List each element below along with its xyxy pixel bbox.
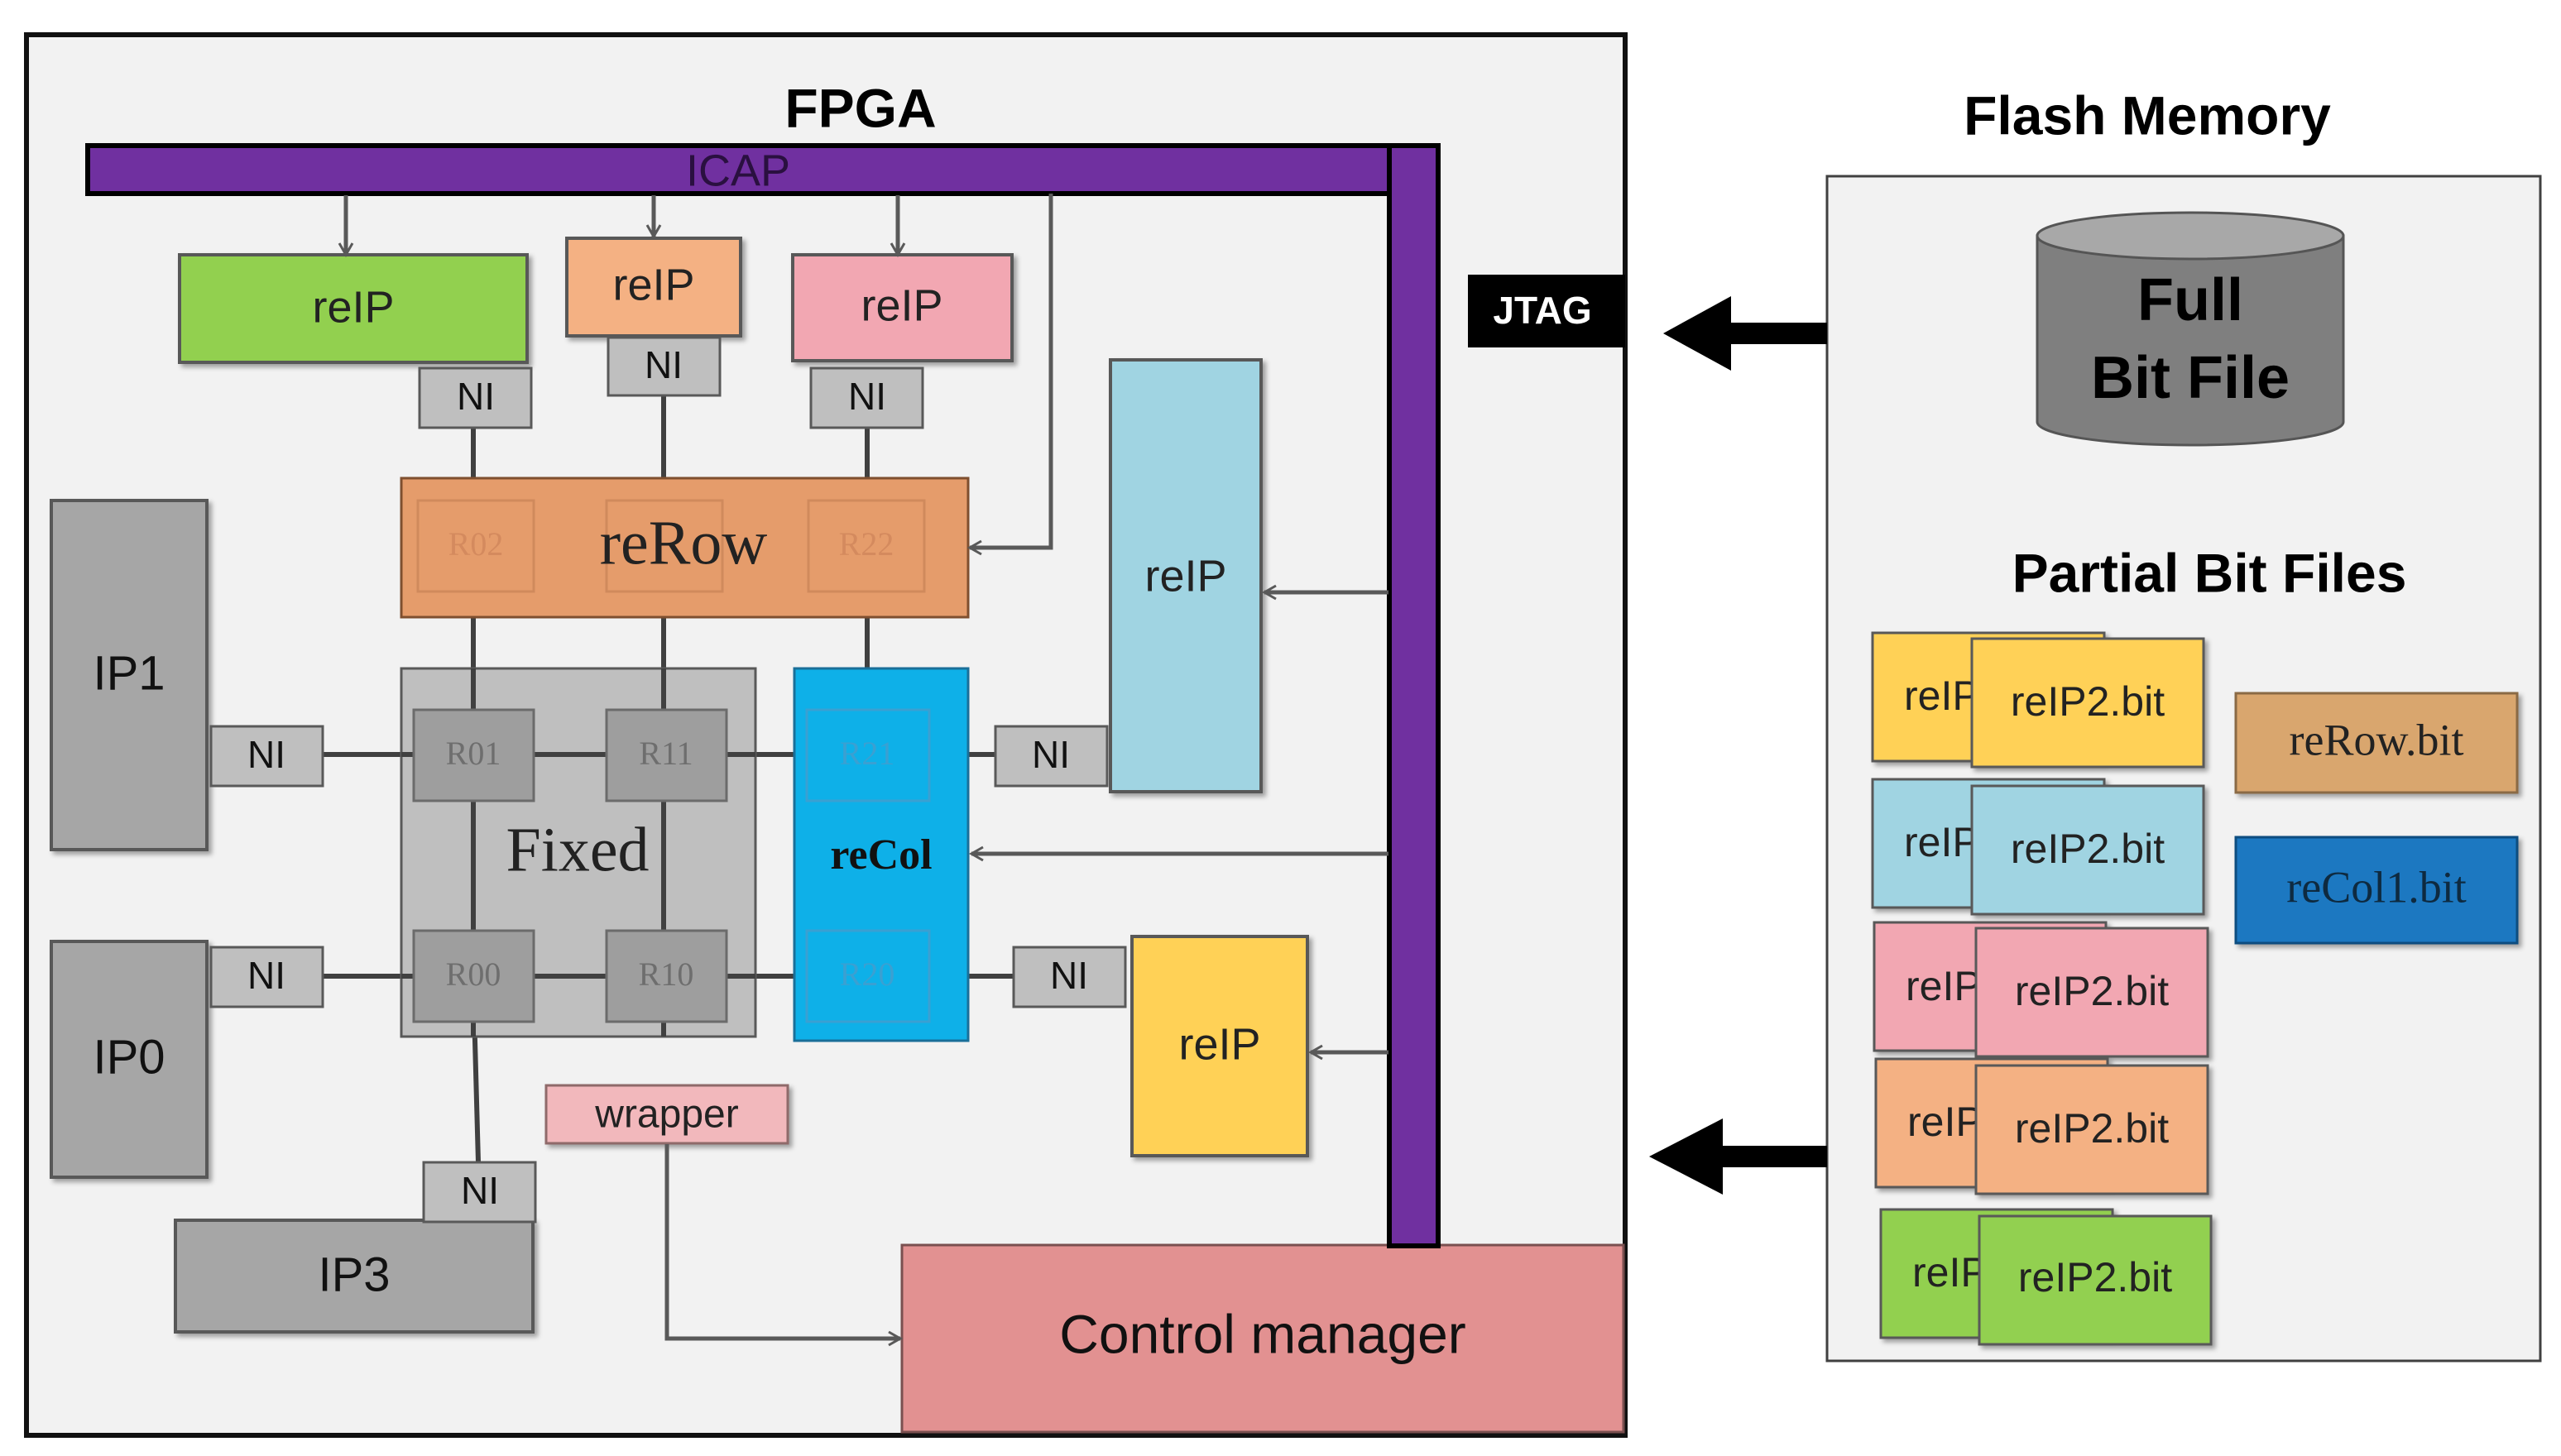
ni-box [418,366,533,429]
ni-label: NI [247,733,285,776]
ni-box [209,946,324,1008]
recol-block [793,667,970,1042]
router-r01: R01 [446,735,501,772]
jtag-box [1468,275,1625,347]
ni-box [422,1161,537,1224]
reip-right-blue-label: reIP [1144,551,1226,601]
ip0-label: IP0 [93,1030,165,1084]
reip-right-blue [1109,358,1263,793]
ip1-label: IP1 [93,646,165,700]
recol-routers [805,708,931,1023]
reip-top-salmon [565,237,742,338]
ni-label: NI [461,1169,499,1212]
recol-bit-label: reCol1.bit [2286,862,2466,912]
recol-label: reCol [830,831,932,879]
wrapper-label: wrapper [594,1093,738,1137]
rerow-bit-label: reRow.bit [2290,715,2464,764]
flash-arrows [1649,296,1827,1195]
front-label: reIP2.bit [2018,1254,2172,1300]
ip0-block [50,940,209,1179]
full-bit-line2: Bit File [2091,345,2290,411]
ip3-block [174,1219,535,1334]
router-r11: R11 [639,735,693,772]
router-r10: R10 [639,956,694,993]
front-label: reIP2.bit [2015,968,2169,1014]
ni-label: NI [1032,733,1070,776]
reip-top-pink-label: reIP [861,280,942,330]
ni-label: NI [645,343,683,386]
front-label: reIP2.bit [2011,826,2165,872]
router-r21: R21 [840,735,895,772]
full-bit-file-cylinder [2036,211,2345,447]
rerow-label: reRow [600,508,768,577]
partial-bit-title: Partial Bit Files [2012,542,2407,603]
ni-label: NI [1050,954,1088,997]
jtag-label: JTAG [1493,289,1591,332]
control-manager [900,1243,1625,1434]
control-manager-label: Control manager [1059,1303,1466,1364]
full-bit-line1: Full [2137,267,2243,333]
ip3-label: IP3 [318,1248,390,1301]
router-r00: R00 [446,956,501,993]
ni-box [994,725,1109,788]
rerow-routers [416,499,926,593]
wrapper-block [544,1084,789,1145]
ni-box [809,366,924,429]
icap-bus-vertical [1387,143,1441,1248]
fixed-routers [412,708,728,1023]
ip1-block [50,499,209,851]
reip-top-salmon-label: reIP [612,260,694,309]
ni-label: NI [247,954,285,997]
fixed-label: Fixed [506,815,649,884]
icap-label: ICAP [686,146,790,195]
rerow-bit-file [2234,692,2519,794]
icap-arrows [338,194,1388,1347]
router-r02: R02 [448,525,504,563]
ni-box [607,336,722,397]
recol-bit-file [2234,836,2519,945]
ni-label: NI [848,375,886,418]
router-r20: R20 [840,956,895,993]
fpga-title: FPGA [784,77,936,138]
ni-label: NI [457,375,495,418]
reip-right-yellow-label: reIP [1178,1019,1260,1069]
reip-top-green-label: reIP [312,282,394,332]
front-label: reIP2.bit [2011,678,2165,725]
reip-top-pink [791,253,1014,362]
router-r22: R22 [839,525,894,563]
front-label: reIP2.bit [2015,1105,2169,1152]
ni-box [209,725,324,788]
icap-bus-joint [1392,148,1436,191]
front-overlays [1970,637,2213,1346]
ni-box [1012,946,1127,1008]
flash-title: Flash Memory [1964,84,2331,146]
reip-top-green [178,253,529,364]
reip-right-yellow [1130,935,1309,1157]
